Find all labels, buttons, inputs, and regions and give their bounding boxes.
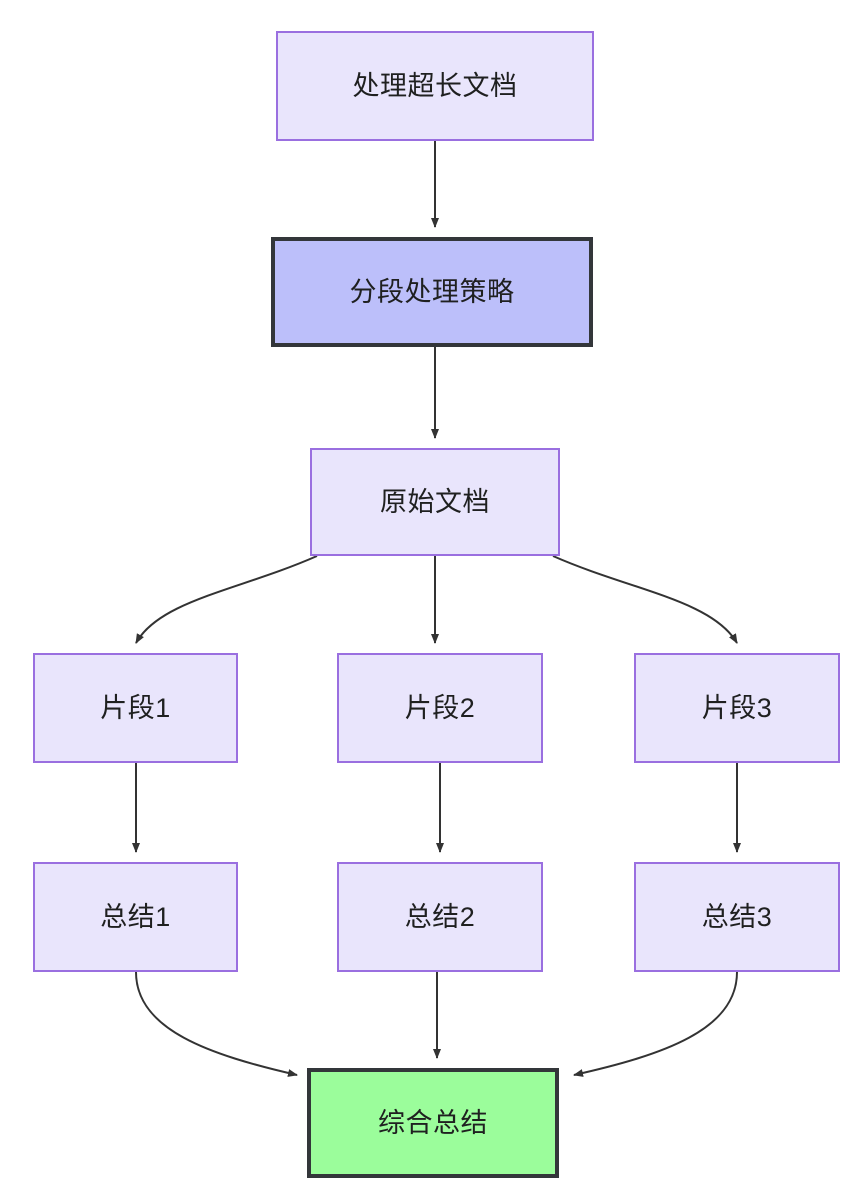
node-fragment-1-label: 片段1 — [100, 692, 171, 723]
node-summary-2-label: 总结2 — [404, 901, 476, 932]
node-root[interactable]: 处理超长文档 — [276, 31, 594, 141]
node-fragment-3-label: 片段3 — [701, 692, 773, 723]
node-summary-1-label: 总结1 — [100, 901, 171, 932]
node-summary-2[interactable]: 总结2 — [337, 862, 543, 972]
node-fragment-2-label: 片段2 — [404, 692, 476, 723]
node-strategy[interactable]: 分段处理策略 — [271, 237, 593, 347]
node-summary-1[interactable]: 总结1 — [33, 862, 238, 972]
edge-source-to-frag1 — [135, 555, 318, 644]
node-root-label: 处理超长文档 — [352, 70, 518, 101]
node-source-label: 原始文档 — [380, 486, 490, 517]
node-fragment-3[interactable]: 片段3 — [634, 653, 840, 763]
edge-sum1-to-final — [135, 971, 298, 1077]
node-fragment-2[interactable]: 片段2 — [337, 653, 543, 763]
edge-source-to-frag3 — [552, 555, 738, 644]
node-fragment-1[interactable]: 片段1 — [33, 653, 238, 763]
node-final-summary-label: 综合总结 — [378, 1107, 488, 1138]
edge-sum3-to-final — [573, 971, 738, 1077]
node-source[interactable]: 原始文档 — [310, 448, 560, 556]
node-strategy-label: 分段处理策略 — [349, 276, 515, 307]
node-summary-3-label: 总结3 — [701, 901, 773, 932]
node-summary-3[interactable]: 总结3 — [634, 862, 840, 972]
node-final-summary[interactable]: 综合总结 — [307, 1068, 559, 1178]
